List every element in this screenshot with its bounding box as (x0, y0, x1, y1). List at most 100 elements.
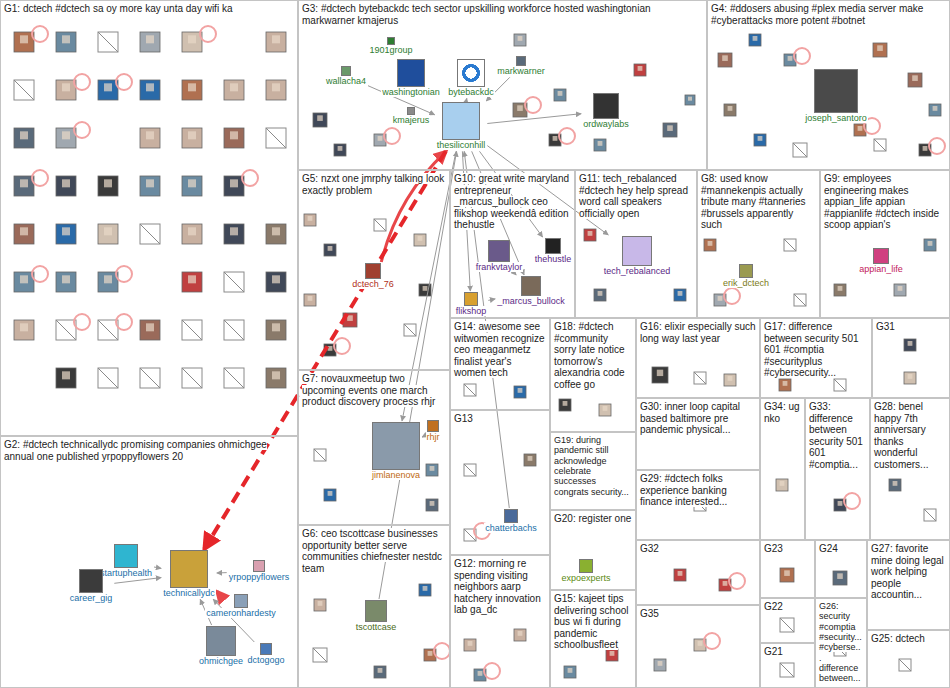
vertex-node: flikshop (455, 292, 488, 316)
profile-face (318, 601, 323, 606)
profile-picture (266, 224, 286, 244)
profile-icon (365, 263, 381, 279)
group-heading: G23 (764, 543, 783, 554)
profile-picture (834, 284, 846, 296)
group-box: G33: difference between security 501 601… (805, 398, 870, 540)
profile-picture (140, 320, 160, 340)
profile-face (598, 291, 603, 296)
profile-icon (365, 600, 387, 622)
vertex-node: markwarner (496, 56, 546, 76)
profile-icon (464, 292, 478, 306)
profile-face (272, 35, 280, 43)
missing-image (924, 509, 936, 521)
missing-image-cross (182, 320, 202, 340)
profile-face (188, 275, 196, 283)
profile-picture (419, 584, 431, 596)
group-box: G15: kajeet tips delivering school bus w… (550, 590, 636, 688)
self-loop (200, 26, 216, 42)
profile-face (20, 131, 28, 139)
profile-picture (56, 272, 76, 292)
profile-face (328, 491, 333, 496)
profile-face (104, 179, 112, 187)
vertex-label: flikshop (455, 306, 488, 316)
group-heading-block: G22 (761, 599, 814, 615)
missing-image (182, 368, 202, 388)
group-box: G34: ug nko (760, 398, 805, 540)
group-heading-block: G24 (816, 541, 866, 557)
group-heading: G11: tech_rebalanced #dctech hey help sp… (579, 173, 688, 219)
profile-picture (56, 32, 76, 52)
missing-image (224, 368, 244, 388)
profile-icon (516, 56, 526, 66)
group-box: G1: dctech #dctech sa oy more kay unta d… (0, 0, 298, 436)
profile-picture (894, 284, 906, 296)
vertex-node: startuphealth (99, 544, 153, 578)
group-heading: G9: employees engineering makes appian_l… (824, 173, 939, 230)
group-heading-block: G19: during pandemic still acknowledge c… (551, 433, 635, 499)
group-box: G27: favorite mine doing legal work help… (867, 540, 950, 630)
vertex-node: _marcus_bullock (496, 276, 566, 306)
self-loop (242, 170, 258, 186)
vertex-label: tech_rebalanced (603, 266, 672, 276)
vertex-node: expoexperts (560, 559, 611, 583)
self-loop (794, 48, 810, 64)
profile-face (758, 136, 763, 141)
profile-picture (334, 144, 346, 156)
missing-image (313, 648, 327, 662)
connector (217, 572, 227, 573)
profile-picture (266, 320, 286, 340)
profile-face (553, 136, 558, 141)
profile-picture (464, 639, 476, 651)
missing-image-cross (464, 384, 476, 396)
profile-picture (56, 176, 76, 196)
profile-picture (724, 104, 736, 116)
vertex-label: joseph_santoro (804, 113, 868, 123)
group-heading-block: G29: #dctech folks experience banking fi… (637, 471, 759, 510)
group-box: G21 (760, 643, 815, 688)
profile-face (272, 371, 280, 379)
profile-icon (504, 509, 518, 523)
profile-icon (622, 236, 652, 266)
profile-picture (749, 34, 761, 46)
group-heading-block: G31 (873, 319, 949, 335)
profile-picture (606, 649, 618, 661)
profile-face (62, 275, 70, 283)
group-box: G29: #dctech folks experience banking fi… (636, 470, 760, 540)
profile-face (933, 106, 938, 111)
profile-picture (56, 368, 76, 388)
group-heading-block: G25: dctech (868, 631, 949, 647)
group-heading: G28: benel happy 7th anniversary thanks … (874, 401, 928, 470)
profile-picture (324, 244, 336, 256)
vertex-label: ordwaylabs (582, 119, 630, 129)
profile-face (188, 179, 196, 187)
group-heading-block: G6: ceo tscottcase businesses opportunit… (299, 526, 449, 576)
missing-image-cross (224, 368, 244, 388)
profile-face (20, 275, 28, 283)
missing-image (780, 663, 794, 677)
profile-picture (98, 80, 118, 100)
connector (114, 578, 161, 584)
profile-picture (704, 239, 716, 251)
profile-picture (266, 272, 286, 292)
profile-picture (140, 176, 160, 196)
profile-picture (14, 272, 34, 292)
profile-face (146, 323, 154, 331)
vertex-node: 1901group (368, 37, 413, 55)
profile-picture (559, 399, 571, 411)
profile-face (928, 241, 933, 246)
group-box: G30: inner loop capital based baltimore … (636, 398, 760, 470)
missing-image-cross (464, 464, 476, 476)
group-heading: G29: #dctech folks experience banking fi… (640, 473, 727, 507)
profile-face (230, 131, 238, 139)
profile-face (62, 131, 70, 139)
profile-face (923, 146, 928, 151)
group-heading-block: G8: used know #mannekenpis actually trib… (698, 171, 819, 233)
vertex-label: thehustle (534, 254, 573, 264)
profile-picture (182, 32, 202, 52)
group-heading-block: G4: #ddosers abusing #plex media server … (708, 1, 949, 28)
missing-image-cross (98, 32, 118, 52)
group-heading: G1: dctech #dctech sa oy more kay unta d… (4, 3, 232, 14)
profile-face (658, 661, 663, 666)
profile-picture (56, 80, 76, 100)
